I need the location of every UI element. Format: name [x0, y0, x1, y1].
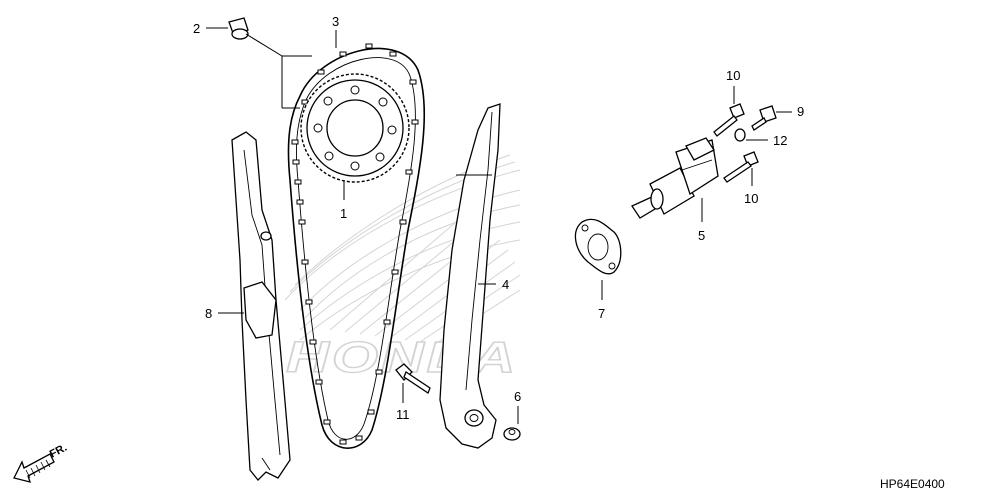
callout-labels: 1 2 3 4 5 6 7 8 9 10 10 11 12 — [193, 14, 804, 422]
leader-lines — [206, 27, 792, 424]
front-direction-arrow-icon: FR. — [13, 442, 69, 483]
part-9-bolt — [751, 105, 777, 131]
callout-5: 5 — [698, 228, 705, 243]
callout-6: 6 — [514, 389, 521, 404]
part-2-sealing-bolt — [228, 17, 249, 40]
part-4-tensioner-arm — [439, 103, 501, 449]
diagram-code: HP64E0400 — [880, 477, 945, 491]
part-7-gasket — [574, 218, 622, 275]
part-6-washer — [503, 427, 521, 441]
part-5-tensioner-lifter — [631, 137, 719, 219]
callout-10-lower: 10 — [744, 191, 758, 206]
part-10-bolt-upper — [713, 103, 745, 137]
callout-3: 3 — [332, 14, 339, 29]
part-10-bolt-lower — [723, 151, 759, 183]
callout-8: 8 — [205, 306, 212, 321]
part-1-cam-sprocket — [300, 73, 410, 183]
callout-1: 1 — [340, 206, 347, 221]
callout-12: 12 — [773, 133, 787, 148]
front-direction-label: FR. — [48, 442, 69, 461]
part-11-bolt — [395, 363, 431, 394]
part-12-washer — [734, 128, 746, 142]
part-8-cam-chain-guide — [231, 131, 291, 481]
callout-2: 2 — [193, 21, 200, 36]
callout-11: 11 — [396, 407, 410, 422]
callout-10-upper: 10 — [726, 68, 740, 83]
callout-7: 7 — [598, 306, 605, 321]
callout-4: 4 — [502, 277, 509, 292]
callout-9: 9 — [797, 104, 804, 119]
part-3-cam-chain — [287, 43, 426, 449]
